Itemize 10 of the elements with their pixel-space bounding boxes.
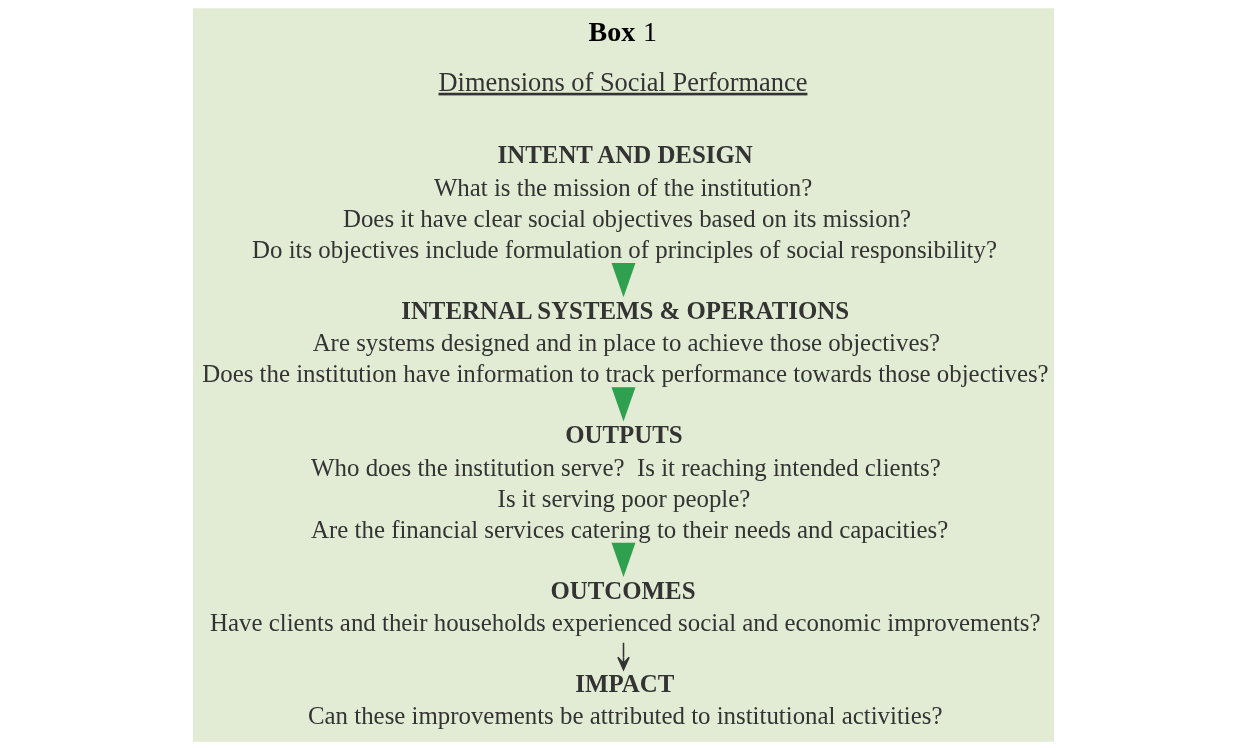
arrow bbox=[611, 263, 635, 298]
node-text: IMPACT Can these improvements be attributed to institutional activities? bbox=[307, 669, 942, 730]
node-text: OUTPUTS Who does the institution serve? Is it reaching intended clients? Is it serving poor people? Are the financial services catering to their needs and capacities? bbox=[310, 421, 948, 543]
node-text: INTENT AND DESIGN What is the mission of the institution? Does it have clear social objectives based on its mission? Do its objectives include formulation of principles of social responsibility? bbox=[251, 141, 997, 264]
node-text: INTERNAL SYSTEMS & OPERATIONS Are systems designed and in place to achieve those objectives? Does the institution have information to track performance towards those objectives? bbox=[201, 296, 1049, 388]
arrow bbox=[611, 387, 635, 422]
node-text: OUTCOMES Have clients and their households experienced social and economic improvements? bbox=[209, 576, 1041, 637]
label: Dimensions of Social Performance bbox=[438, 66, 807, 97]
arrow bbox=[611, 542, 635, 577]
diagram-title: Box 1 bbox=[588, 16, 657, 48]
